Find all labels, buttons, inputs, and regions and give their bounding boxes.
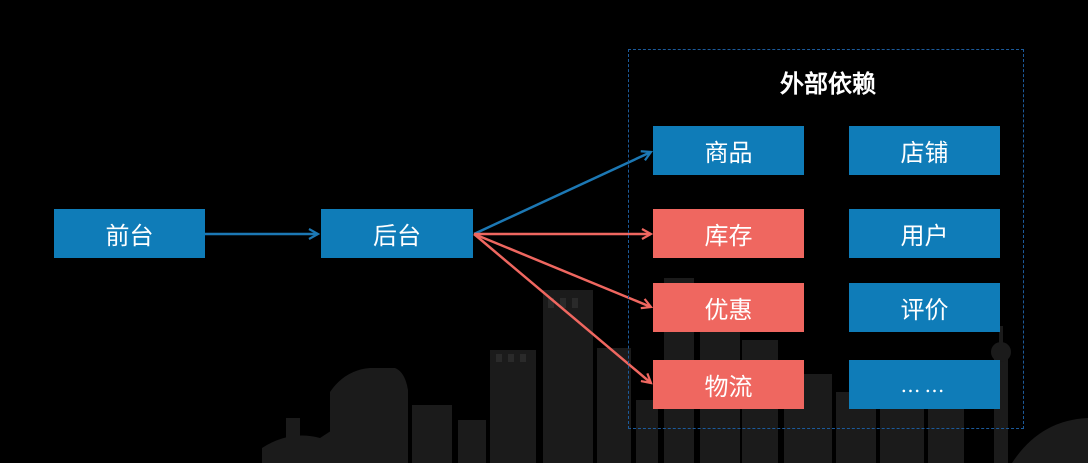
dependency-more-label: ……: [901, 373, 949, 397]
dependency-review-label: 评价: [901, 290, 949, 325]
frontend-label: 前台: [106, 216, 154, 251]
backend-label: 后台: [373, 216, 421, 251]
dependency-user-label: 用户: [901, 216, 949, 251]
external-dependencies-title: 外部依赖: [728, 64, 928, 99]
dependency-inventory-label: 库存: [705, 216, 753, 251]
dependency-logistics-label: 物流: [705, 367, 753, 402]
dependency-goods-label: 商品: [705, 133, 753, 168]
dependency-review: 评价: [849, 283, 1000, 332]
dependency-store-label: 店铺: [901, 133, 949, 168]
dependency-store: 店铺: [849, 126, 1000, 175]
arrow-backend-to-goods: [474, 152, 651, 234]
dependency-promotion: 优惠: [653, 283, 804, 332]
arrow-backend-to-promotion: [474, 234, 651, 307]
arrow-backend-to-logistics: [474, 234, 651, 383]
dependency-promotion-label: 优惠: [705, 290, 753, 325]
backend-node: 后台: [321, 209, 473, 258]
dependency-inventory: 库存: [653, 209, 804, 258]
dependency-user: 用户: [849, 209, 1000, 258]
dependency-more: ……: [849, 360, 1000, 409]
dependency-logistics: 物流: [653, 360, 804, 409]
dependency-goods: 商品: [653, 126, 804, 175]
frontend-node: 前台: [54, 209, 205, 258]
